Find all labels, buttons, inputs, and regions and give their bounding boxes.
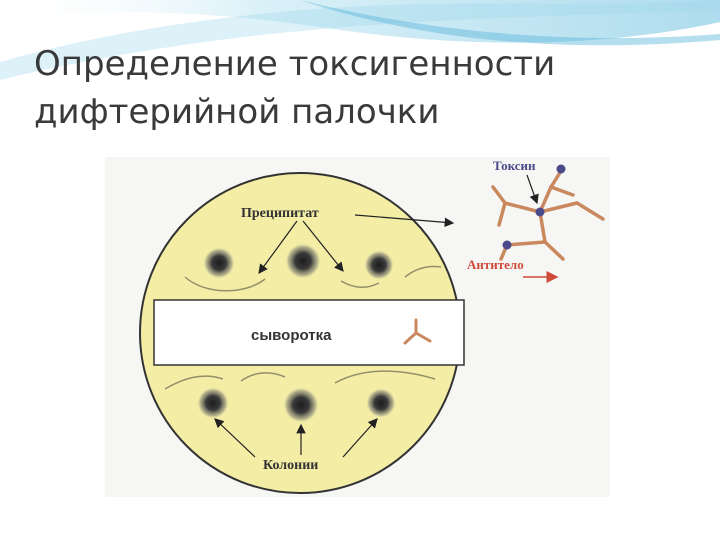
colony-upper-left	[203, 247, 235, 279]
toxin-arrow	[527, 175, 537, 203]
toxigenicity-figure: сыворотка Преципитат	[105, 157, 610, 497]
figure-canvas: сыворотка Преципитат	[105, 157, 610, 497]
toxin-dot-2	[536, 208, 545, 217]
antibody-label: Антитело	[467, 257, 524, 272]
slide-title: Определение токсигенности дифтерийной па…	[34, 40, 674, 136]
colony-lower-left	[197, 387, 229, 419]
colony-upper-center	[285, 243, 321, 279]
colony-upper-right	[364, 250, 394, 280]
colony-lower-center	[283, 387, 319, 423]
slide-title-line-2: дифтерийной палочки	[34, 88, 674, 136]
serum-label: сыворотка	[251, 327, 332, 344]
colony-lower-right	[366, 388, 396, 418]
slide-title-line-1: Определение токсигенности	[34, 40, 674, 88]
precipitate-label: Преципитат	[241, 206, 319, 221]
toxin-label: Токсин	[493, 158, 536, 173]
toxin-dot-3	[503, 241, 512, 250]
toxin-dot-1	[557, 165, 566, 174]
colonies-label: Колонии	[263, 458, 318, 473]
